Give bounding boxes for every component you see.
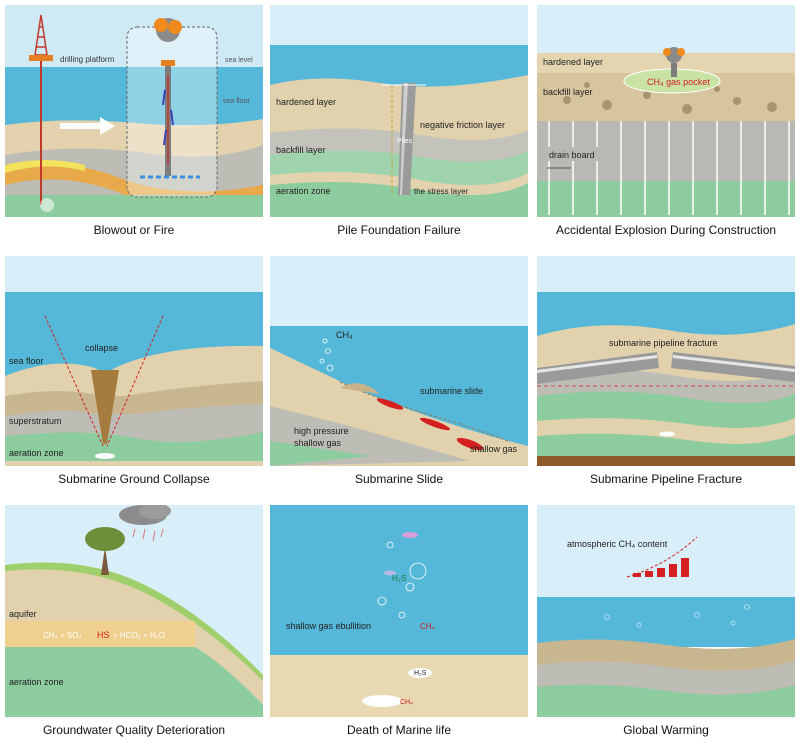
pipe-right-icon xyxy=(671,352,795,382)
high-pressure-label: high pressure xyxy=(294,426,349,436)
panel-pile-foundation: hardened layer negative friction layer P… xyxy=(270,5,528,245)
caption: Blowout or Fire xyxy=(93,223,175,237)
ch4-mid-label: CH₄ xyxy=(420,622,435,631)
collapse-illustration: sea floor collapse superstratum aeration… xyxy=(5,256,263,466)
fish-icon xyxy=(362,532,432,707)
explosion-illustration: hardened layer CH₄ gas pocket backfill l… xyxy=(537,5,795,217)
panel-explosion: hardened layer CH₄ gas pocket backfill l… xyxy=(537,5,795,245)
caption: Submarine Pipeline Fracture xyxy=(589,472,743,486)
derrick-icon xyxy=(29,14,53,61)
aeration-zone-label: aeration zone xyxy=(9,677,64,687)
sea-floor-label: sea floor xyxy=(223,98,251,105)
panel-ground-collapse: sea floor collapse superstratum aeration… xyxy=(5,256,263,492)
panel-marine-life: H₂S shallow gas ebullition CH₄ H₂S CH₄ D… xyxy=(270,505,528,750)
panel-blowout: drilling platform sea level sea floor Bl… xyxy=(5,5,263,245)
tree-icon xyxy=(85,527,125,575)
backfill-layer-label: backfill layer xyxy=(276,145,326,155)
drilling-platform-label: drilling platform xyxy=(60,55,115,64)
drain-board-label: drain board xyxy=(549,150,595,160)
pipe-left-icon xyxy=(537,352,659,384)
panel-pipeline-fracture: submarine pipeline fracture Submarine Pi… xyxy=(537,256,795,492)
aeration-zone-label: aeration zone xyxy=(276,186,331,196)
slide-illustration: CH₄ submarine slide high pressure shallo… xyxy=(270,256,528,466)
shallow-gas-right-label: shallow gas xyxy=(470,444,518,454)
pile-illustration: hardened layer negative friction layer P… xyxy=(270,5,528,217)
caption: Pile Foundation Failure xyxy=(337,223,461,237)
marine-illustration: H₂S shallow gas ebullition CH₄ H₂S CH₄ xyxy=(270,505,528,717)
atmospheric-label: atmospheric CH₄ content xyxy=(567,539,668,549)
submarine-slide-label: submarine slide xyxy=(420,386,483,396)
hardened-layer-label: hardened layer xyxy=(276,97,336,107)
panel-submarine-slide: CH₄ submarine slide high pressure shallo… xyxy=(270,256,528,492)
panel-groundwater: aquifer CH₄ + SO₄ HS + HCO₃ + H₂O aerati… xyxy=(5,505,263,750)
reaction-right-label: + HCO₃ + H₂O xyxy=(113,631,165,640)
groundwater-illustration: aquifer CH₄ + SO₄ HS + HCO₃ + H₂O aerati… xyxy=(5,505,263,717)
sea-level-label: sea level xyxy=(225,57,253,64)
pile-icon xyxy=(398,83,416,195)
caption: Global Warming xyxy=(623,723,709,737)
reaction-left-label: CH₄ + SO₄ xyxy=(43,631,82,640)
aquifer-label: aquifer xyxy=(9,609,37,619)
ch4-label: CH₄ xyxy=(336,330,353,340)
superstratum-label: superstratum xyxy=(9,416,62,426)
aeration-zone-label: aeration zone xyxy=(9,448,64,458)
bar-chart-icon xyxy=(633,558,689,577)
piles-label: Piles xyxy=(397,138,413,145)
blowout-illustration: drilling platform sea level sea floor xyxy=(5,5,263,217)
ch4-bottom-label: CH₄ xyxy=(400,699,413,706)
negative-friction-label: negative friction layer xyxy=(420,120,505,130)
reaction-h2s-label: HS xyxy=(97,630,110,640)
pipeline-fracture-label: submarine pipeline fracture xyxy=(609,338,718,348)
panel-global-warming: atmospheric CH₄ content Global Warming xyxy=(537,505,795,750)
shallow-gas-left-label: shallow gas xyxy=(294,438,342,448)
sea-floor-label: sea floor xyxy=(9,356,44,366)
caption: Accidental Explosion During Construction xyxy=(555,223,777,237)
warming-illustration: atmospheric CH₄ content xyxy=(537,505,795,717)
backfill-layer-label: backfill layer xyxy=(543,87,593,97)
gas-pocket-label: CH₄ gas pocket xyxy=(647,77,710,87)
collapse-label: collapse xyxy=(85,343,118,353)
h2s-bottom-label: H₂S xyxy=(414,670,427,677)
stress-layer-label: the stress layer xyxy=(414,187,469,196)
ebullition-label: shallow gas ebullition xyxy=(286,621,371,631)
hardened-layer-label: hardened layer xyxy=(543,57,603,67)
caption: Death of Marine life xyxy=(346,723,452,737)
caption: Groundwater Quality Deterioration xyxy=(42,723,226,737)
h2s-top-label: H₂S xyxy=(392,574,406,583)
pipeline-illustration: submarine pipeline fracture xyxy=(537,256,795,466)
caption: Submarine Slide xyxy=(354,472,444,486)
cloud-icon xyxy=(119,505,171,525)
caption: Submarine Ground Collapse xyxy=(58,472,210,486)
